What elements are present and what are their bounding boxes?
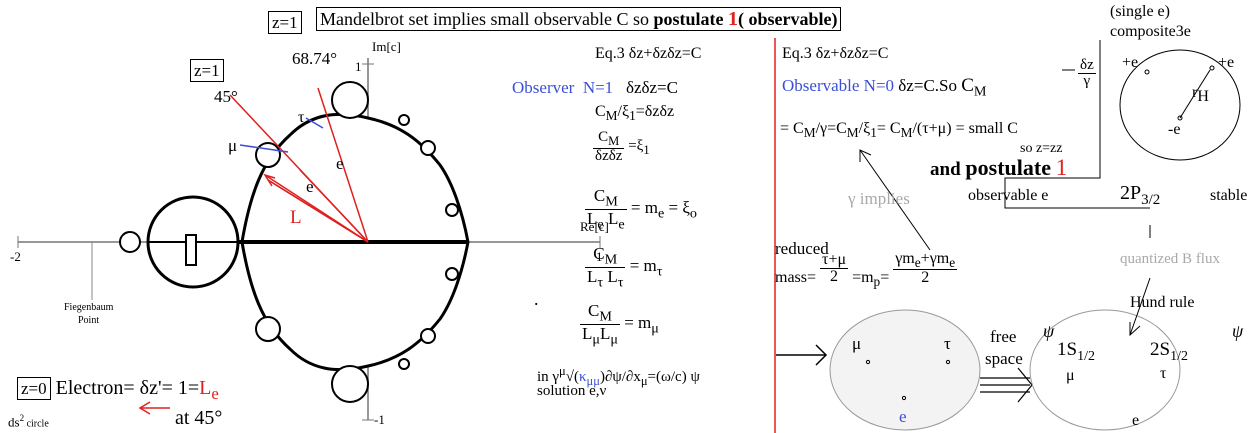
mu-pointer (239, 144, 289, 153)
tau-label: τ (298, 109, 305, 126)
psi-left: ψ (1043, 321, 1055, 341)
antenna-mark (185, 234, 197, 266)
col2-eq3: Eq.3 δz+δzδz=C (782, 45, 889, 62)
e-label-2: e (306, 177, 314, 196)
title-postulate: postulate (653, 9, 724, 29)
free-space-circle (829, 309, 981, 431)
minus-e: -e (1168, 121, 1181, 138)
re-axis-label: Re[c] (580, 219, 609, 234)
twoP-label: 2P3/2 (1120, 182, 1161, 208)
col1-dot: . (534, 289, 539, 309)
title-prefix: Mandelbrot set implies small observable … (320, 9, 654, 29)
hund-tau: τ (1160, 365, 1167, 382)
col2-observable-e: observable e (968, 187, 1049, 204)
quantized-label: quantized B flux (1120, 251, 1220, 267)
r-H: rH (1192, 84, 1209, 106)
space-label: space (985, 349, 1023, 368)
col1-observer-line: Observer N=1 δzδz=C (512, 78, 678, 97)
col2-and-postulate: and postulate 1 (930, 155, 1068, 180)
title-banner: Mandelbrot set implies small observable … (316, 7, 842, 31)
red-vectors (229, 87, 369, 243)
L-label: L (290, 207, 302, 228)
free-label: free (990, 327, 1017, 346)
at-45: at 45° (175, 407, 223, 429)
plus-e-right: +e (1218, 54, 1235, 71)
angle-68: 68.74° (292, 49, 338, 68)
electron-text: Electron= δz'= 1= (55, 377, 200, 399)
im-axis-label: Im[c] (372, 39, 401, 54)
e-label-1: e (336, 154, 344, 173)
triple-arrow (980, 367, 1033, 403)
oneS-label: 1S1/2 (1057, 339, 1095, 364)
hund-label: Hund rule (1130, 294, 1195, 311)
composite-circle (1119, 49, 1241, 161)
col1-dirac: in γμ√(κμμ)∂ψ/∂xμ=(ω/c) ψ (537, 364, 700, 388)
im-tick-minus1: -1 (374, 412, 385, 427)
feigenbaum-point-label: Point (78, 315, 100, 326)
twoS-label: 2S1/2 (1150, 339, 1188, 364)
stable-label: stable (1210, 187, 1248, 204)
gamma-arrow (859, 149, 931, 251)
hund-e: e (1132, 412, 1140, 429)
hund-mu: μ (1066, 367, 1075, 384)
z0-box: z=0 (17, 377, 51, 400)
composite-3e: composite3e (1110, 23, 1191, 40)
col2-line2: = CM/γ=CM/ξ1= CM/(τ+μ) = small C (780, 120, 1018, 141)
tau-pointer (305, 117, 324, 129)
col1-eq3: Eq.3 δz+δzδz=C (595, 45, 702, 62)
title-one: 1 (727, 8, 738, 30)
plus-e-left: +e (1122, 54, 1139, 71)
col1-solution: solution e,ν (537, 383, 607, 399)
col1-cm-xi: CM/ξ1=δzδz (595, 103, 675, 124)
angle-45: 45° (214, 87, 238, 106)
postulate-bracket (1004, 40, 1150, 209)
c1-tau: τ (944, 334, 951, 353)
electron-line: z=0 Electron= δz'= 1=Le (17, 377, 219, 403)
col2-reduced: reduced (775, 239, 829, 258)
c1-mu: μ (852, 334, 862, 353)
col2-soz: so z=zz (1020, 141, 1063, 156)
title-suffix: ( observable) (737, 9, 838, 29)
z1-title-box: z=1 (268, 11, 302, 34)
col2-gamma-implies: γ implies (848, 189, 910, 208)
mu-label: μ (228, 136, 238, 155)
z1-left-box: z=1 (190, 59, 224, 82)
im-tick-1: 1 (355, 59, 362, 74)
col2-observable-line: Observable N=0 δz=C.So CM (782, 75, 987, 100)
c1-e: e (899, 407, 907, 426)
feigenbaum-label: Fiegenbaum (64, 302, 114, 313)
ds2-circle: ds2 circle (8, 413, 49, 430)
re-tick-1: 1 (596, 249, 603, 264)
psi-right: ψ (1232, 321, 1244, 341)
hund-circle (1029, 309, 1181, 431)
re-tick-minus2: -2 (10, 249, 21, 264)
single-e: (single e) (1110, 3, 1170, 20)
